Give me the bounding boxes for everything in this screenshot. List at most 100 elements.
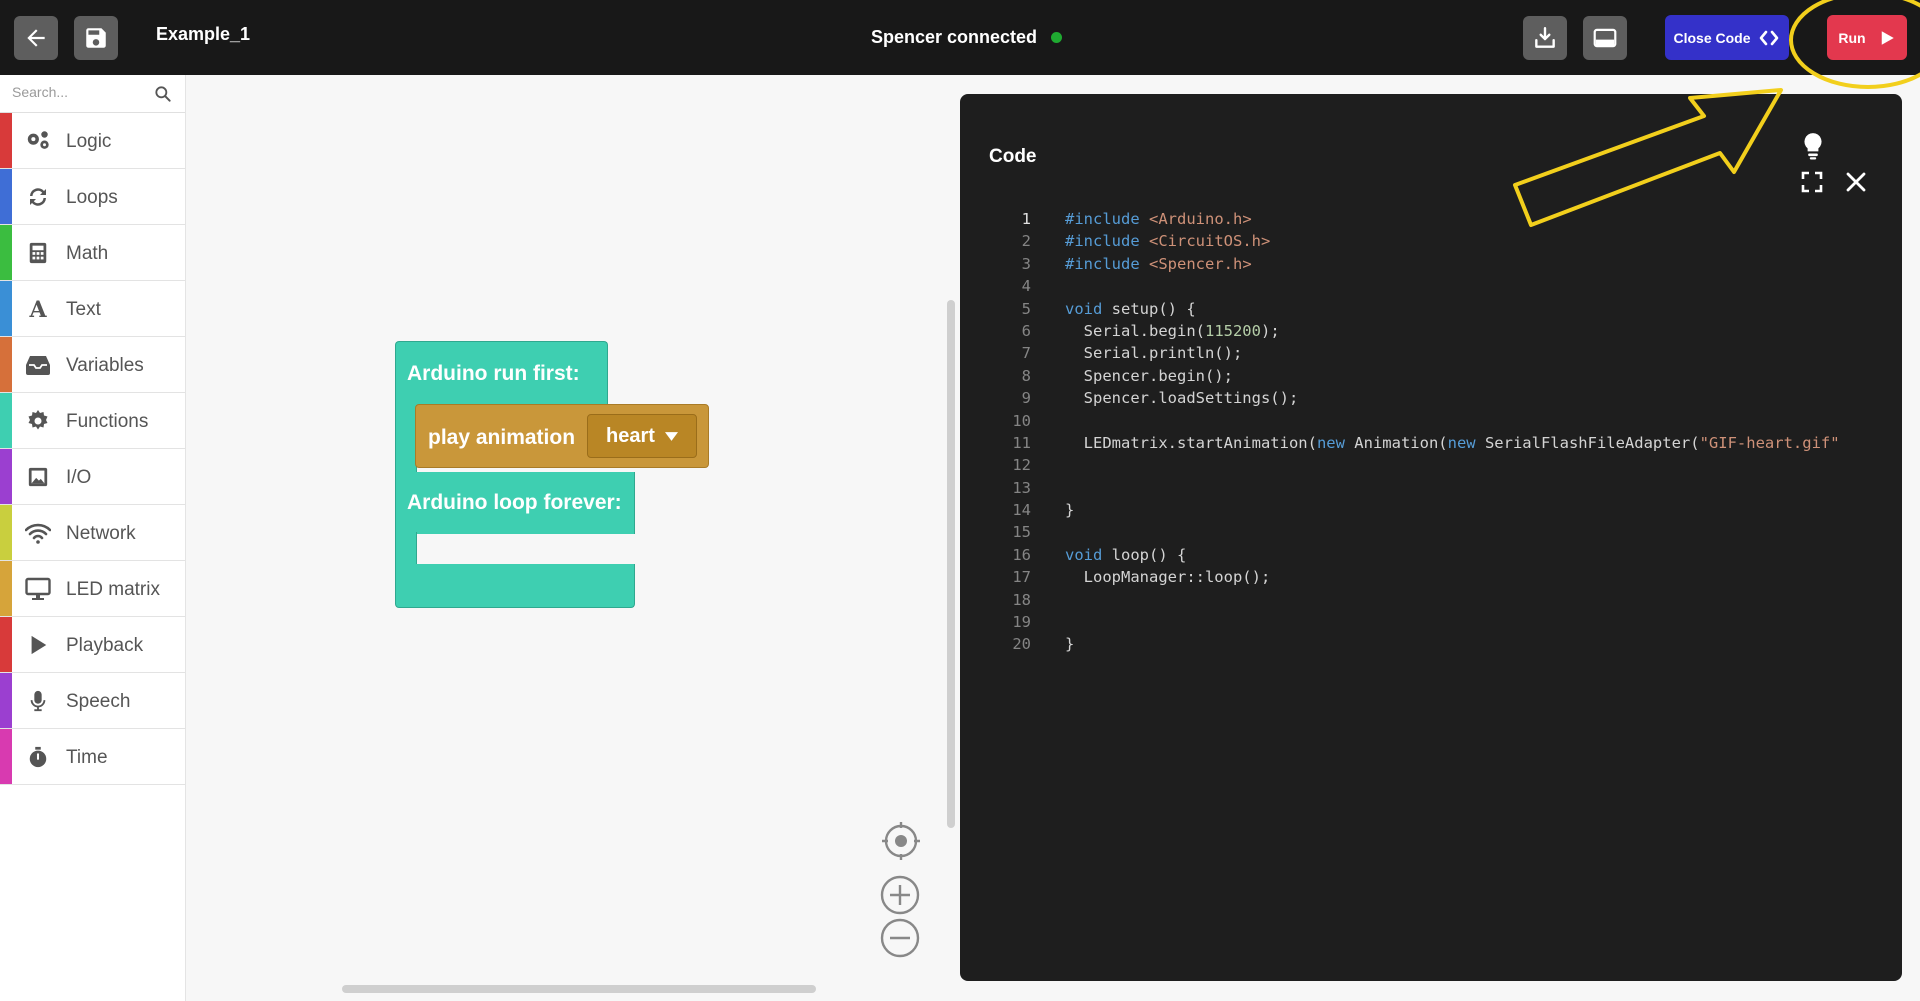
category-functions[interactable]: Functions [0, 393, 185, 449]
code-line[interactable]: 12 [990, 454, 1890, 476]
line-number: 3 [1021, 254, 1031, 273]
close-code-label: Close Code [1673, 29, 1751, 46]
run-first-block-header[interactable] [395, 341, 608, 407]
code-line[interactable]: 2 #include <CircuitOS.h> [990, 230, 1890, 252]
code-line[interactable]: 14} [990, 499, 1890, 521]
save-button[interactable] [74, 16, 118, 60]
search-input[interactable] [12, 84, 142, 100]
code-line-content: void loop() { [1065, 545, 1187, 564]
code-line-content [1043, 275, 1065, 297]
code-line[interactable]: 7 Serial.println(); [990, 342, 1890, 364]
loop-forever-block-spine [395, 532, 417, 566]
wifi-icon [25, 521, 51, 545]
toolbox-sidebar: LogicLoopsMathATextVariablesFunctionsI/O… [0, 75, 186, 1001]
code-line[interactable]: 10 [990, 410, 1890, 432]
fullscreen-icon[interactable] [1800, 170, 1824, 194]
category-label: Variables [66, 355, 144, 376]
category-color-stripe [0, 505, 12, 560]
project-name[interactable]: Example_1 [156, 24, 251, 44]
code-editor[interactable]: 1#include <Arduino.h> 2 #include <CircuitO… [990, 208, 1890, 928]
code-line[interactable]: 18 [990, 589, 1890, 611]
animation-dropdown[interactable]: heart [587, 414, 697, 458]
top-bar: Example_1 Spencer connected Close Code R… [0, 0, 1920, 75]
code-line[interactable]: 4 [990, 275, 1890, 297]
line-number: 20 [1012, 635, 1031, 654]
run-label: Run [1838, 29, 1866, 46]
category-logic[interactable]: Logic [0, 113, 185, 169]
text-icon: A [25, 297, 51, 321]
code-line-content [1043, 477, 1065, 499]
category-i-o[interactable]: I/O [0, 449, 185, 505]
code-line[interactable]: 9 Spencer.loadSettings(); [990, 387, 1890, 409]
code-line[interactable]: 8 Spencer.begin(); [990, 365, 1890, 387]
code-line[interactable]: 19 [990, 611, 1890, 633]
code-line[interactable]: 1#include <Arduino.h> [990, 208, 1890, 230]
loop-forever-block-header[interactable] [395, 472, 635, 534]
category-network[interactable]: Network [0, 505, 185, 561]
code-line-content: #include <Spencer.h> [1065, 254, 1252, 273]
category-label: Logic [66, 131, 112, 152]
code-line[interactable]: 17 LoopManager::loop(); [990, 566, 1890, 588]
code-line-content: Spencer.loadSettings(); [1065, 389, 1299, 408]
monitor-icon [25, 577, 51, 601]
close-code-button[interactable]: Close Code [1665, 15, 1789, 60]
caret-down-icon [664, 431, 678, 441]
category-time[interactable]: Time [0, 729, 185, 785]
category-color-stripe [0, 113, 12, 168]
category-label: Speech [66, 691, 131, 712]
play-icon [1881, 30, 1894, 45]
code-panel: Code 1#include <Arduino.h>2#include <Cir… [960, 94, 1902, 981]
code-line[interactable]: 15 [990, 521, 1890, 543]
serial-monitor-button[interactable] [1583, 16, 1627, 60]
category-led-matrix[interactable]: LED matrix [0, 561, 185, 617]
category-variables[interactable]: Variables [0, 337, 185, 393]
line-number: 18 [1012, 590, 1031, 609]
code-line-content [1043, 454, 1065, 476]
category-speech[interactable]: Speech [0, 673, 185, 729]
category-math[interactable]: Math [0, 225, 185, 281]
code-line-content: Spencer.begin(); [1065, 366, 1233, 385]
line-number: 12 [1012, 456, 1031, 475]
image-icon [25, 465, 51, 489]
category-loops[interactable]: Loops [0, 169, 185, 225]
line-number: 16 [1012, 545, 1031, 564]
run-button[interactable]: Run [1827, 15, 1907, 60]
blocks-workspace[interactable] [187, 75, 960, 1001]
zoom-out-icon[interactable] [879, 917, 921, 959]
category-label: I/O [66, 467, 92, 488]
recenter-icon[interactable] [880, 820, 922, 862]
workspace-vertical-scrollbar[interactable] [947, 300, 955, 828]
zoom-in-icon[interactable] [879, 874, 921, 916]
category-playback[interactable]: Playback [0, 617, 185, 673]
connection-status-text: Spencer connected [871, 27, 1038, 47]
code-line[interactable]: 3 #include <Spencer.h> [990, 253, 1890, 275]
code-line[interactable]: 20} [990, 633, 1890, 655]
code-line-content: void setup() { [1065, 299, 1196, 318]
lightbulb-icon[interactable] [1800, 132, 1826, 160]
close-icon[interactable] [1844, 170, 1868, 194]
code-line-content: #include <CircuitOS.h> [1065, 232, 1271, 251]
code-line-content: Serial.println(); [1065, 344, 1243, 363]
code-line[interactable]: 6 Serial.begin(115200); [990, 320, 1890, 342]
category-label: Functions [66, 411, 149, 432]
calculator-icon [25, 241, 51, 265]
category-label: Playback [66, 635, 144, 656]
search-icon[interactable] [153, 84, 173, 104]
category-color-stripe [0, 617, 12, 672]
gear-icon [25, 409, 51, 433]
code-line[interactable]: 13 [990, 477, 1890, 499]
code-line-content: LEDmatrix.startAnimation(new Animation(n… [1065, 433, 1840, 452]
loop-forever-label: Arduino loop forever: [407, 491, 622, 514]
back-button[interactable] [14, 16, 58, 60]
workspace-horizontal-scrollbar[interactable] [342, 985, 816, 993]
line-number: 1 [1021, 210, 1031, 228]
download-button[interactable] [1523, 16, 1567, 60]
code-line[interactable]: 16 void loop() { [990, 544, 1890, 566]
code-line-content [1043, 521, 1065, 543]
line-number: 2 [1021, 232, 1031, 251]
code-line[interactable]: 11 LEDmatrix.startAnimation(new Animatio… [990, 432, 1890, 454]
microphone-icon [25, 689, 51, 713]
